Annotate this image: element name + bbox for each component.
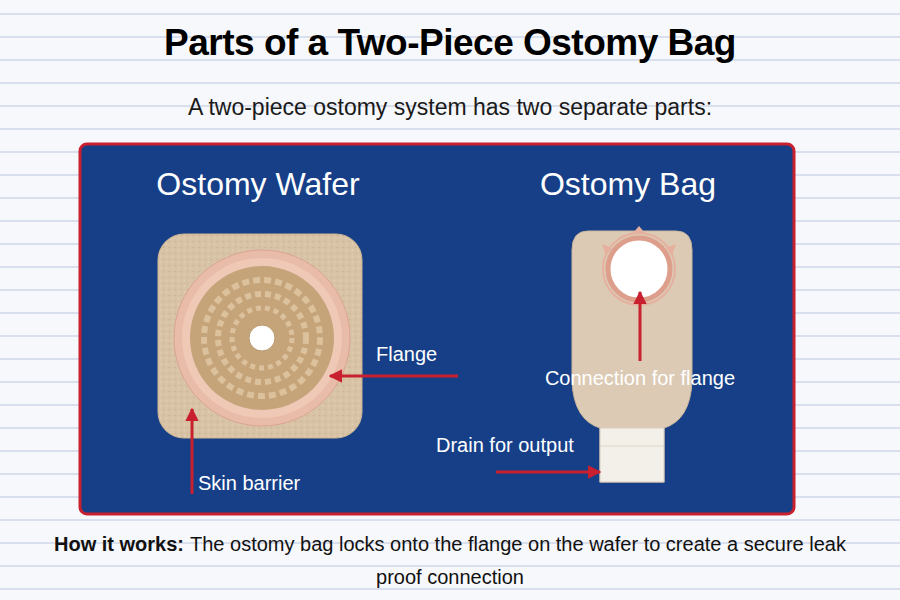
part-label: Flange (376, 342, 437, 366)
leader-arrows (192, 292, 640, 494)
part-label: Drain for output (436, 433, 574, 457)
part-heading: Ostomy Bag (494, 164, 762, 204)
note-lead: How it works: (54, 533, 184, 555)
title: Parts of a Two-Piece Ostomy Bag (0, 20, 900, 66)
part-group: Ostomy Bag (494, 164, 762, 204)
part-group: Ostomy Wafer (124, 164, 392, 204)
part-label: Connection for flange (520, 366, 760, 390)
bag-illustration (572, 226, 692, 482)
note-text: The ostomy bag locks onto the flange on … (190, 533, 846, 588)
subtitle: A two-piece ostomy system has two separa… (0, 92, 900, 122)
panel (80, 144, 794, 514)
note-box: How it works: The ostomy bag locks onto t… (30, 528, 870, 594)
part-heading: Ostomy Wafer (124, 164, 392, 204)
part-label: Skin barrier (198, 471, 300, 495)
wafer-illustration (158, 234, 362, 438)
